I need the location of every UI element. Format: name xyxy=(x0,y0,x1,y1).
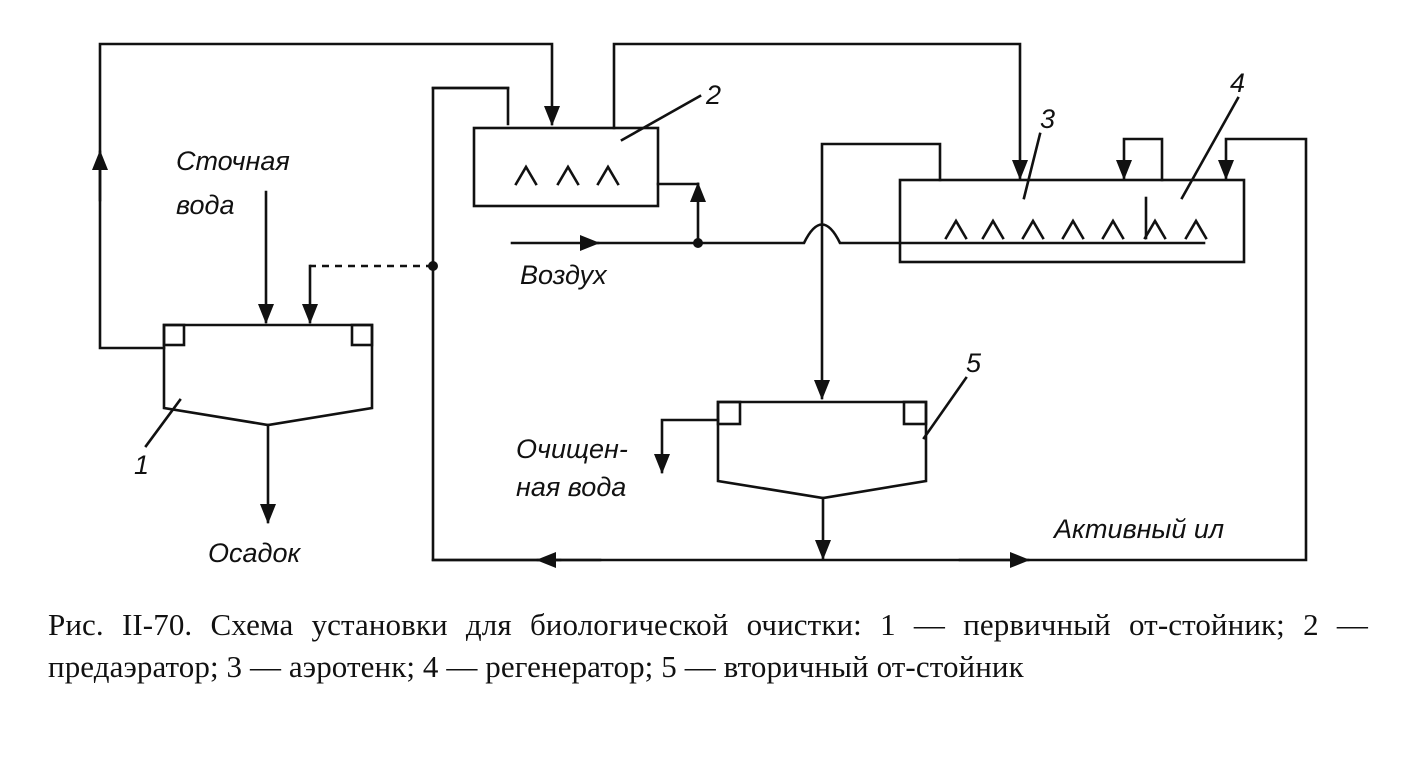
leader-lines xyxy=(144,94,1240,448)
process-diagram: Сточная вода Воздух Осадок Очищен- ная в… xyxy=(92,42,1308,568)
figure-caption: Рис. II-70. Схема установки для биологич… xyxy=(48,607,1368,684)
pre-aerator xyxy=(472,126,660,208)
secondary-settler xyxy=(716,400,928,500)
pipelines xyxy=(92,42,1308,568)
diagram-svg: Сточная вода Воздух Осадок Очищен- ная в… xyxy=(92,42,1308,568)
aerotank-regenerator xyxy=(898,178,1246,264)
air-label: Воздух xyxy=(520,260,608,290)
unit-number-5: 5 xyxy=(966,348,982,378)
active-sludge-label: Активный ил xyxy=(1052,514,1224,544)
unit-number-4: 4 xyxy=(1230,68,1245,98)
cleaned-water-label-2: ная вода xyxy=(516,472,626,502)
unit-number-2: 2 xyxy=(705,80,721,110)
cleaned-water-label-1: Очищен- xyxy=(516,434,628,464)
unit-number-1: 1 xyxy=(134,450,149,480)
waste-water-label-2: вода xyxy=(176,190,234,220)
waste-water-label-1: Сточная xyxy=(176,146,290,176)
primary-settler xyxy=(162,323,374,427)
unit-number-3: 3 xyxy=(1040,104,1055,134)
sludge-label: Осадок xyxy=(208,538,301,568)
